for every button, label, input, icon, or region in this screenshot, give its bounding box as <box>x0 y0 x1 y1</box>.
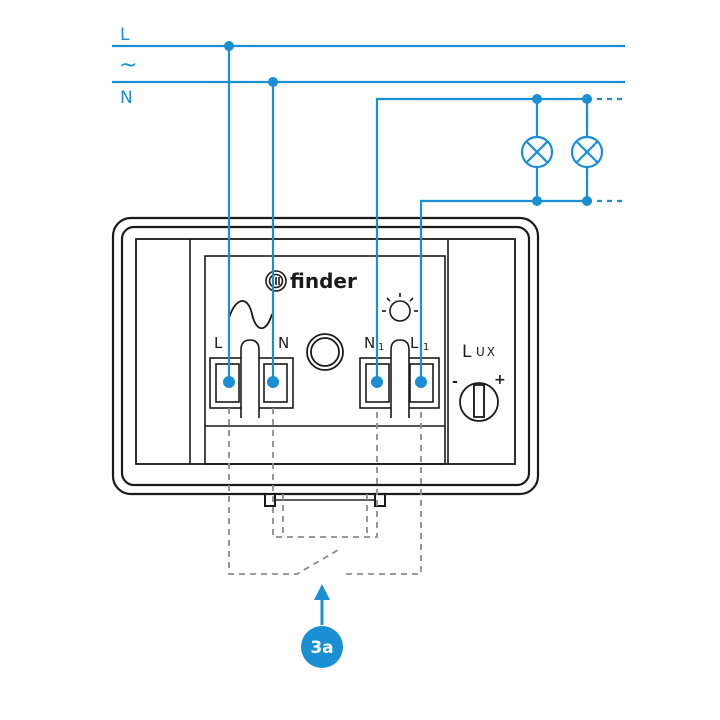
lux-label: L <box>462 342 472 362</box>
supply-label-l: L <box>120 25 130 45</box>
wire-dashed-extensions <box>585 97 625 203</box>
terminal-block <box>204 255 446 465</box>
device-housing <box>111 216 540 507</box>
internal-dashed-wiring <box>228 408 422 575</box>
step-badge[interactable]: 3a <box>301 626 343 668</box>
knob-icon[interactable] <box>459 382 499 422</box>
lux-label-sub: UX <box>476 345 497 359</box>
terminal-label-l1: L <box>410 334 419 352</box>
supply-label-wave: ~ <box>119 53 137 78</box>
housing-tab-bar <box>274 493 376 501</box>
device-brand: finder <box>290 269 357 293</box>
junction-dots <box>223 41 592 388</box>
lux-minus: - <box>452 374 458 390</box>
photocell-icon <box>306 333 344 371</box>
lamp-icon <box>570 135 604 169</box>
supply-label-n: N <box>120 88 133 108</box>
sine-wave-icon <box>228 300 273 330</box>
supply-lines <box>112 44 625 84</box>
sun-icon <box>382 293 418 322</box>
housing-outer <box>111 216 540 496</box>
lamp-icon <box>520 135 554 169</box>
step-badge-label: 3a <box>310 638 333 658</box>
wire-l1-to-lamps <box>419 199 587 382</box>
terminal-label-n1: N <box>364 334 375 352</box>
lux-plus: + <box>494 372 506 388</box>
terminal-bridges <box>240 339 410 418</box>
terminal-label-n: N <box>278 334 289 352</box>
terminal-label-n1-sub: 1 <box>378 342 384 353</box>
terminal-screws <box>209 357 440 409</box>
finder-logo-icon <box>265 270 287 292</box>
terminal-label-l: L <box>214 334 223 352</box>
arrow-up-icon <box>314 584 330 625</box>
terminal-label-l1-sub: 1 <box>423 342 429 353</box>
housing-inner <box>120 225 531 487</box>
terminal-n1 <box>359 357 396 409</box>
wire-n1-to-lamps <box>375 97 587 382</box>
